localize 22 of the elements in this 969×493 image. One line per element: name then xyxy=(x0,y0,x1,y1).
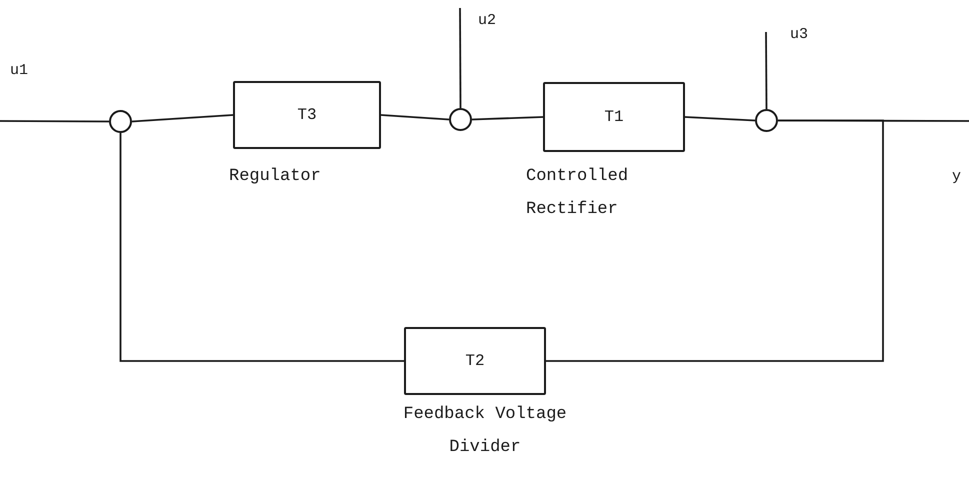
connector-line xyxy=(459,8,462,108)
summing-junction xyxy=(755,109,778,132)
connector-line xyxy=(546,120,884,362)
connector-line xyxy=(132,114,234,122)
signal-label: u2 xyxy=(478,12,496,29)
connector-line xyxy=(765,32,768,109)
block-caption: Feedback Voltage Divider xyxy=(402,404,568,460)
connector-line xyxy=(0,120,109,122)
connector-line xyxy=(472,116,544,120)
signal-label: u1 xyxy=(10,62,28,79)
block-caption: Controlled Rectifier xyxy=(526,166,630,222)
signal-label: u3 xyxy=(790,26,808,43)
transfer-block: T1 xyxy=(543,82,685,152)
summing-junction xyxy=(449,108,472,131)
signal-label: y xyxy=(952,168,962,185)
summing-junction xyxy=(109,110,132,133)
connector-line xyxy=(684,116,756,122)
transfer-block: T3 xyxy=(233,81,381,149)
transfer-block: T2 xyxy=(404,327,546,395)
connector-line xyxy=(120,133,404,362)
connector-line xyxy=(380,114,450,120)
block-caption: Regulator xyxy=(229,166,322,188)
